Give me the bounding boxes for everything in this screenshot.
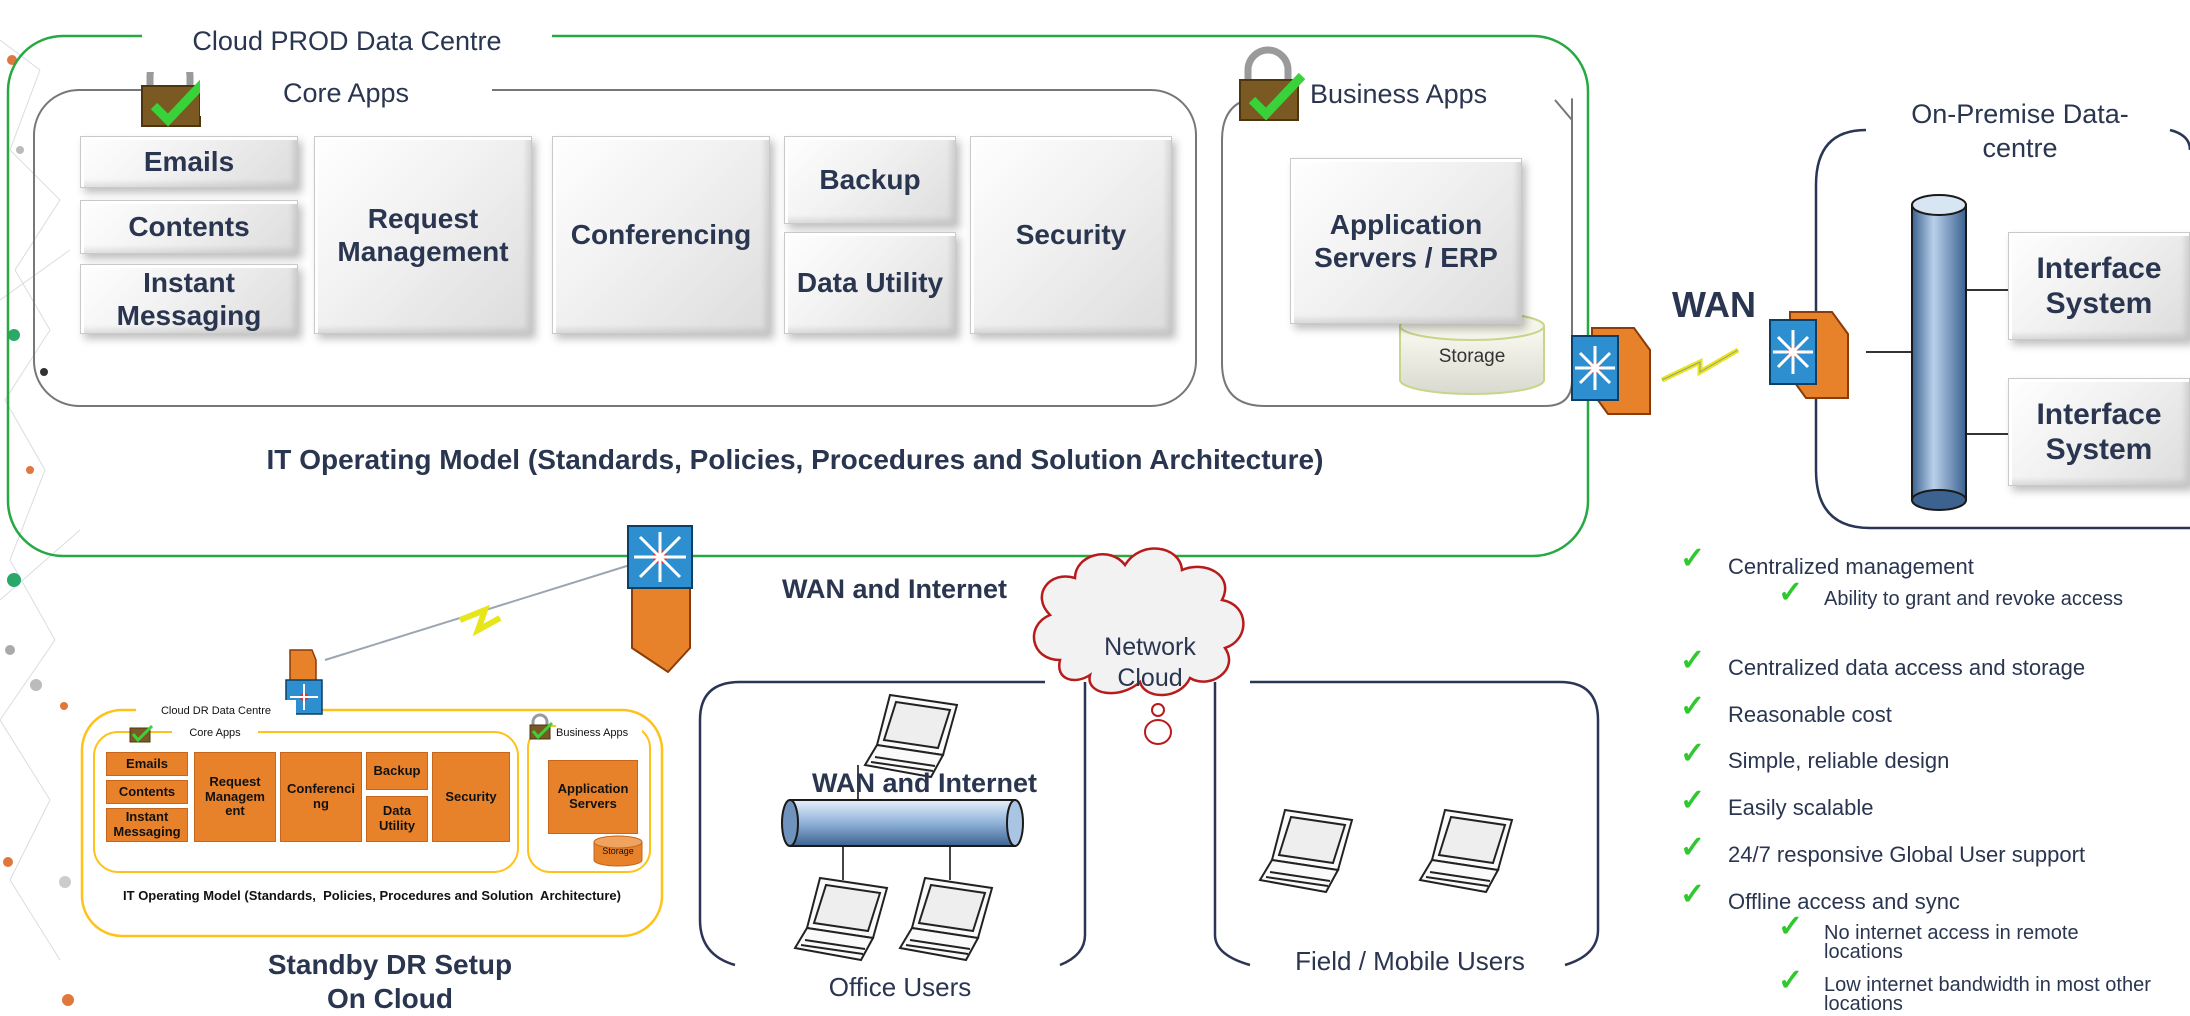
dr-operating-model: IT Operating Model (Standards, Policies,… [123, 888, 621, 903]
dr-core-border [93, 731, 519, 873]
business-apps-title: Business Apps [1310, 74, 1540, 114]
dr-datacentre-border [80, 708, 664, 938]
dr-app-request-management: Request Managem ent [194, 752, 276, 842]
decorative-dots [3, 55, 74, 1006]
dr-app-conferencing: Conferenci ng [280, 752, 362, 842]
wan-label: WAN [1672, 284, 1756, 325]
check-icon: ✓ [1778, 576, 1804, 609]
app-data-utility: Data Utility [784, 232, 956, 334]
benefit-subitem: Low internet bandwidth in most other loc… [1824, 974, 2151, 1015]
check-icon: ✓ [1680, 690, 1706, 723]
onprem-border [1814, 128, 2190, 530]
benefit-item: Centralized data access and storage [1728, 655, 2086, 680]
laptop-icon [1258, 808, 1354, 894]
prod-datacentre-title: Cloud PROD Data Centre [142, 10, 552, 72]
check-icon: ✓ [1778, 910, 1804, 943]
padlock-check-icon [129, 724, 154, 743]
dr-app-emails: Emails [106, 752, 188, 776]
dr-app-backup: Backup [366, 752, 428, 790]
benefit-item: Centralized management [1728, 554, 1974, 579]
check-icon: ✓ [1680, 644, 1706, 677]
dr-core-apps-title: Core Apps [172, 724, 258, 742]
benefit-item: Easily scalable [1728, 795, 1874, 820]
interface-system-1: Interface System [2008, 232, 2190, 340]
dr-app-instant-messaging: Instant Messaging [106, 808, 188, 842]
dr-app-application-servers: Application Servers [548, 760, 638, 834]
office-lan-bus [781, 799, 1024, 847]
prod-datacentre-border [6, 34, 1590, 558]
network-cloud-label: Network Cloud [1104, 633, 1196, 693]
office-users-label: Office Users [828, 972, 972, 1002]
decorative-network [0, 39, 81, 961]
firewall-router-icon [1571, 327, 1651, 415]
wan-internet-overlay: WAN and Internet [812, 768, 1038, 798]
dr-business-apps-title: Business Apps [556, 724, 642, 742]
check-icon: ✓ [1680, 737, 1706, 770]
interface-system-2: Interface System [2008, 378, 2190, 486]
benefit-item: Simple, reliable design [1728, 748, 1950, 773]
padlock-check-icon [1239, 46, 1306, 121]
benefit-subitem: Ability to grant and revoke access [1824, 588, 2124, 610]
laptop-icon [1418, 808, 1514, 894]
laptop-icon [898, 876, 994, 962]
network-cloud [1032, 547, 1245, 697]
check-icon: ✓ [1680, 784, 1706, 817]
business-apps-border [1221, 96, 1573, 407]
core-apps-title: Core Apps [200, 70, 492, 116]
prod-operating-model: IT Operating Model (Standards, Policies,… [266, 444, 1324, 475]
dr-wan-link [458, 604, 502, 637]
app-security: Security [970, 136, 1172, 334]
field-users-label: Field / Mobile Users [1295, 946, 1525, 976]
core-apps-border [33, 89, 1197, 407]
check-icon: ✓ [1680, 878, 1706, 911]
cloud-user-icon [1144, 703, 1172, 745]
benefit-item: Reasonable cost [1728, 702, 1892, 727]
dr-app-data-utility: Data Utility [366, 796, 428, 842]
dr-storage-label: Storage [602, 846, 634, 856]
app-contents: Contents [80, 200, 298, 254]
firewall-router-icon [1769, 311, 1849, 399]
check-icon: ✓ [1680, 831, 1706, 864]
field-users-border [1250, 680, 1600, 967]
office-users-border [698, 680, 1045, 967]
padlock-check-icon [529, 713, 554, 740]
app-emails: Emails [80, 136, 298, 188]
dr-app-contents: Contents [106, 780, 188, 804]
dr-caption: Standby DR Setup On Cloud [267, 949, 513, 1014]
app-instant-messaging: Instant Messaging [80, 264, 298, 334]
firewall-router-icon [627, 525, 693, 674]
app-request-management: Request Management [314, 136, 532, 334]
laptop-icon [863, 693, 959, 779]
benefit-item: 24/7 responsive Global User support [1728, 842, 2086, 867]
wan-internet-label: WAN and Internet [782, 574, 1008, 604]
app-backup: Backup [784, 136, 956, 224]
dr-app-security: Security [432, 752, 510, 842]
benefit-subitem: No internet access in remote locations [1824, 922, 2079, 963]
onprem-title: On-Premise Data-centre [1880, 98, 2160, 166]
check-icon: ✓ [1680, 542, 1706, 575]
prod-storage-label: Storage [1438, 346, 1506, 367]
app-conferencing: Conferencing [552, 136, 770, 334]
dr-datacentre-title: Cloud DR Data Centre [136, 700, 296, 722]
dr-storage-cylinder [593, 835, 643, 867]
onprem-bus [1911, 194, 1967, 511]
laptop-icon [793, 876, 889, 962]
benefit-item: Offline access and sync [1728, 889, 1960, 914]
app-application-servers-erp: Application Servers / ERP [1290, 158, 1522, 324]
check-icon: ✓ [1778, 964, 1804, 997]
